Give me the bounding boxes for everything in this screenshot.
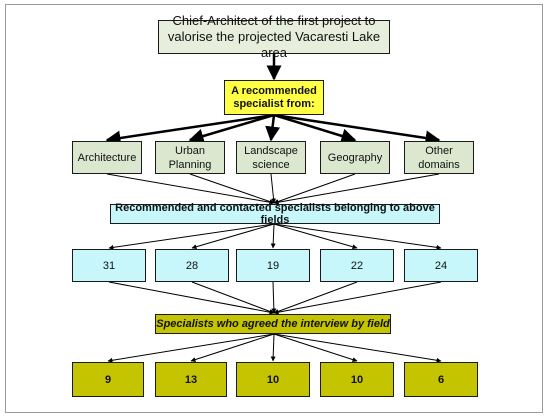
arrow-contacted-to-count-3 [270, 223, 276, 249]
arrow-field-to-contacted-3 [270, 173, 277, 204]
chief-architect-box: Chief-Architect of the first project to … [158, 13, 390, 60]
contacted-count-1: 31 [72, 249, 146, 282]
agreed-count-1: 9 [72, 362, 144, 397]
arrow-recommended-to-field-1 [105, 113, 275, 146]
arrow-agreed-to-count-3 [270, 333, 276, 362]
arrow-contacted-to-count-4 [273, 223, 358, 250]
agreed-count-2: 13 [155, 362, 227, 397]
arrow-count-to-agreed-3 [271, 281, 277, 314]
arrow-agreed-to-count-1 [107, 333, 275, 363]
arrow-recommended-to-field-5 [273, 113, 441, 146]
arrow-field-to-contacted-5 [273, 173, 440, 205]
arrow-count-to-agreed-5 [273, 281, 442, 315]
field-box-other-domains: Other domains [404, 141, 474, 174]
field-box-geography: Geography [320, 141, 390, 174]
diagram-frame [5, 4, 543, 413]
arrow-count-to-agreed-4 [273, 281, 358, 314]
contacted-specialists-box: Recommended and contacted specialists be… [110, 202, 440, 226]
arrow-field-to-contacted-2 [189, 173, 275, 204]
arrow-recommended-to-field-2 [188, 113, 275, 144]
agreed-count-5: 6 [404, 362, 478, 397]
arrow-field-to-contacted-1 [106, 173, 275, 205]
arrow-field-to-contacted-4 [273, 173, 356, 204]
agreed-interview-box: Specialists who agreed the interview by … [155, 314, 391, 334]
contacted-count-4: 22 [320, 249, 394, 282]
arrow-recommended-to-field-4 [273, 113, 357, 144]
agreed-count-3: 10 [236, 362, 310, 397]
arrow-contacted-to-count-2 [191, 223, 275, 250]
field-box-landscape-science: Landscape science [236, 141, 306, 174]
arrow-recommended-to-field-3 [265, 114, 281, 142]
arrow-agreed-to-count-2 [190, 333, 275, 362]
field-box-urban-planning: Urban Planning [155, 141, 225, 174]
arrow-agreed-to-count-5 [273, 333, 442, 363]
field-box-architecture: Architecture [72, 141, 142, 174]
arrow-contacted-to-count-1 [108, 223, 275, 250]
contacted-count-3: 19 [236, 249, 310, 282]
agreed-count-4: 10 [320, 362, 394, 397]
arrow-agreed-to-count-4 [273, 333, 358, 362]
recommended-specialist-box: A recommended specialist from: [224, 80, 324, 115]
arrow-contacted-to-count-5 [273, 223, 442, 250]
contacted-count-2: 28 [155, 249, 229, 282]
arrow-count-to-agreed-2 [191, 281, 275, 314]
arrow-count-to-agreed-1 [108, 281, 275, 315]
contacted-count-5: 24 [404, 249, 478, 282]
